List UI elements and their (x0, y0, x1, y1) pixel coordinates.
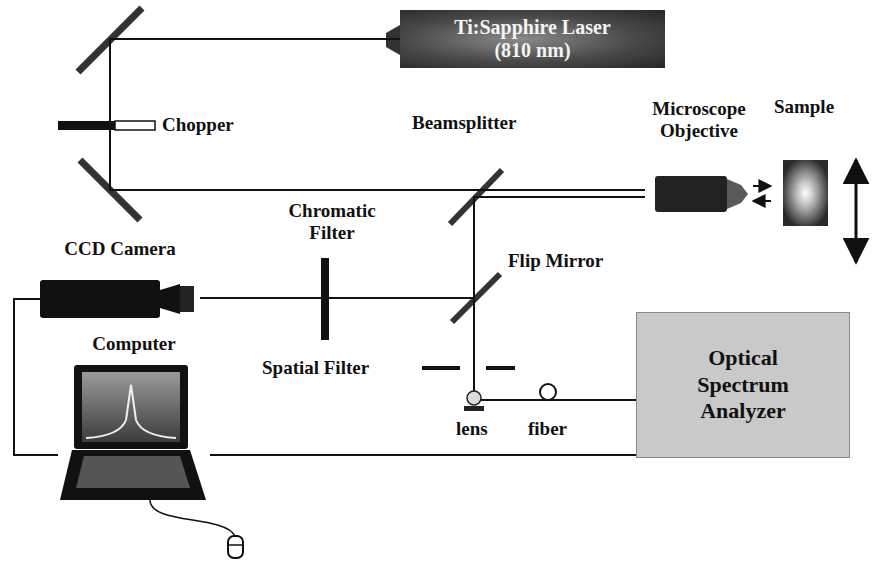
fiber-loop (540, 384, 556, 400)
lens (467, 391, 481, 405)
optical-fiber (481, 399, 636, 401)
beam-or-cable (210, 454, 636, 456)
laser-box: Ti:Sapphire Laser (810 nm) (400, 10, 665, 68)
light-arrow (753, 185, 771, 187)
node-text: Microscope Objective (645, 98, 753, 142)
beam-or-cable (200, 197, 645, 298)
camera-lens (160, 284, 180, 314)
laptop-screen (74, 365, 188, 449)
chopper-blade (58, 121, 115, 130)
sample-slab (783, 160, 828, 226)
mouse-button (228, 544, 243, 546)
objective-part: Microscope Objective (645, 98, 753, 214)
part-label: Flip Mirror (506, 250, 605, 272)
objective-body (655, 176, 727, 212)
laptop-keyboard (76, 456, 190, 488)
part-label: Beamsplitter (410, 112, 518, 134)
node-text: Ti:Sapphire Laser (810 nm) (446, 16, 619, 62)
part-label: Chromatic Filter (280, 200, 384, 244)
analyzer-box: Optical Spectrum Analyzer (636, 312, 850, 458)
sample-part: Sample (771, 96, 837, 228)
beam-or-cable (110, 39, 645, 190)
computer-part: Computer (58, 333, 210, 503)
part-label: Chopper (160, 114, 236, 136)
part-label: fiber (526, 418, 569, 440)
part-label: Spatial Filter (260, 357, 371, 379)
camera-part: CCD Camera (40, 238, 200, 320)
node-text: Computer (92, 333, 175, 355)
spectrum-trace (86, 385, 176, 438)
node-text: Sample (774, 96, 834, 118)
node-text: CCD Camera (64, 238, 175, 260)
camera-body (40, 280, 160, 318)
spatial-filter (486, 366, 515, 370)
node-text: Optical Spectrum Analyzer (673, 345, 813, 424)
spatial-filter (422, 366, 460, 370)
mouse-cable (150, 500, 235, 536)
mouse (228, 536, 243, 558)
laptop-base (60, 450, 206, 500)
light-beam (473, 298, 475, 391)
camera-lens (180, 286, 194, 312)
lens-mount (464, 406, 484, 411)
part-label: lens (454, 418, 490, 440)
chopper-blade (115, 121, 155, 130)
translation-arrow (855, 160, 858, 262)
objective-tip (727, 179, 748, 209)
beam-or-cable (14, 299, 58, 455)
light-arrow (753, 200, 771, 202)
laptop-display (82, 372, 180, 442)
